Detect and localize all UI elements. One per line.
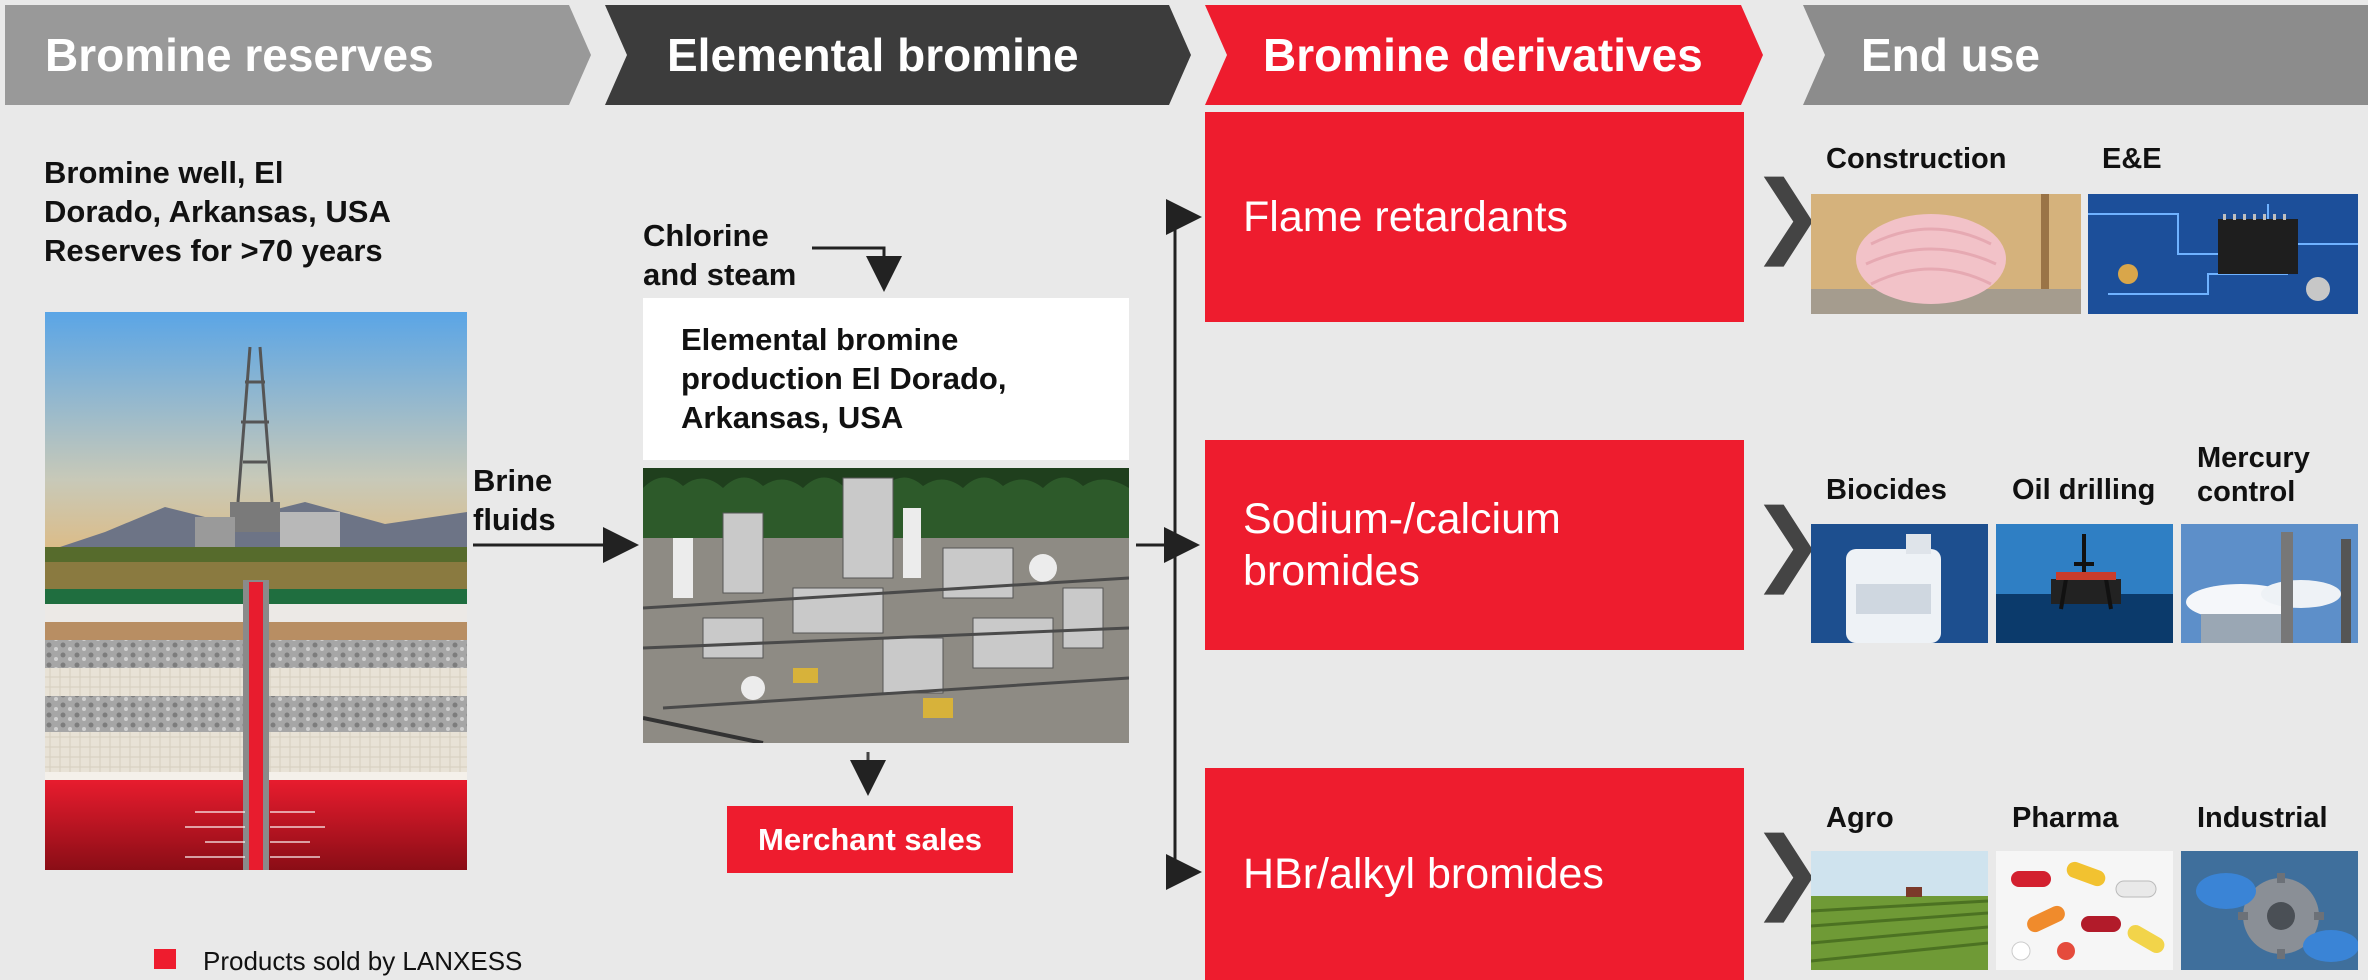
mercury-line: control bbox=[2197, 476, 2296, 508]
header-bromine-derivatives: Bromine derivatives bbox=[1205, 5, 1763, 105]
well-illustration bbox=[45, 312, 467, 870]
sodium-line: Sodium-/calcium bbox=[1243, 495, 1561, 543]
chlorine-line: Chlorine bbox=[643, 218, 769, 253]
production-line: Elemental bromine bbox=[681, 322, 959, 357]
reserves-description: Bromine well, El Dorado, Arkansas, USA R… bbox=[44, 153, 391, 270]
hbr-label: HBr/alkyl bromides bbox=[1243, 850, 1604, 898]
header-elemental-bromine: Elemental bromine bbox=[605, 5, 1191, 105]
industrial-image bbox=[2181, 851, 2358, 970]
header-label: End use bbox=[1861, 29, 2040, 81]
bromine-plant-photo bbox=[643, 468, 1129, 743]
end-use-agro-label: Agro bbox=[1826, 802, 1894, 834]
agro-image bbox=[1811, 851, 1988, 970]
flame-retardants-label: Flame retardants bbox=[1243, 193, 1569, 241]
production-line: Arkansas, USA bbox=[681, 400, 904, 435]
chlorine-line: and steam bbox=[643, 257, 797, 292]
end-use-pharma-label: Pharma bbox=[2012, 802, 2119, 834]
pharma-image bbox=[1996, 851, 2173, 970]
reserves-line: Reserves for >70 years bbox=[44, 233, 383, 268]
construction-image bbox=[1811, 194, 2081, 314]
merchant-sales-label: Merchant sales bbox=[758, 821, 982, 857]
mercury-line: Mercury bbox=[2197, 442, 2310, 474]
merchant-sales-box: Merchant sales bbox=[727, 806, 1013, 873]
end-use-biocides-label: Biocides bbox=[1826, 474, 1947, 506]
sodium-calcium-bromides-box: Sodium-/calcium bromides bbox=[1205, 440, 1744, 650]
brine-fluids-label: Brine fluids bbox=[473, 461, 556, 539]
production-box: Elemental bromine production El Dorado, … bbox=[643, 298, 1129, 460]
legend-swatch bbox=[154, 949, 176, 969]
hbr-alkyl-bromides-box: HBr/alkyl bromides bbox=[1205, 768, 1744, 980]
brine-line: fluids bbox=[473, 502, 556, 537]
header-end-use: End use bbox=[1803, 5, 2368, 105]
electronics-image bbox=[2088, 194, 2358, 314]
production-line: production El Dorado, bbox=[681, 361, 1007, 396]
legend-label: Products sold by LANXESS bbox=[203, 946, 523, 976]
brine-line: Brine bbox=[473, 463, 553, 498]
header-label: Bromine derivatives bbox=[1263, 29, 1703, 81]
biocides-image bbox=[1811, 524, 1988, 643]
reserves-line: Bromine well, El bbox=[44, 155, 284, 190]
reserves-line: Dorado, Arkansas, USA bbox=[44, 194, 391, 229]
mercury-control-image bbox=[2181, 524, 2358, 643]
flame-retardants-box: Flame retardants bbox=[1205, 112, 1744, 322]
header-label: Elemental bromine bbox=[667, 29, 1079, 81]
end-use-ee-label: E&E bbox=[2102, 143, 2162, 175]
sodium-line: bromides bbox=[1243, 547, 1420, 595]
header-label: Bromine reserves bbox=[45, 29, 434, 81]
end-use-oil-drilling-label: Oil drilling bbox=[2012, 474, 2156, 506]
end-use-mercury-control-label: Mercury control bbox=[2197, 441, 2310, 509]
end-use-construction-label: Construction bbox=[1826, 143, 2007, 175]
oil-drilling-image bbox=[1996, 524, 2173, 643]
header-bromine-reserves: Bromine reserves bbox=[5, 5, 591, 105]
end-use-industrial-label: Industrial bbox=[2197, 802, 2328, 834]
chlorine-steam-label: Chlorine and steam bbox=[643, 216, 796, 294]
